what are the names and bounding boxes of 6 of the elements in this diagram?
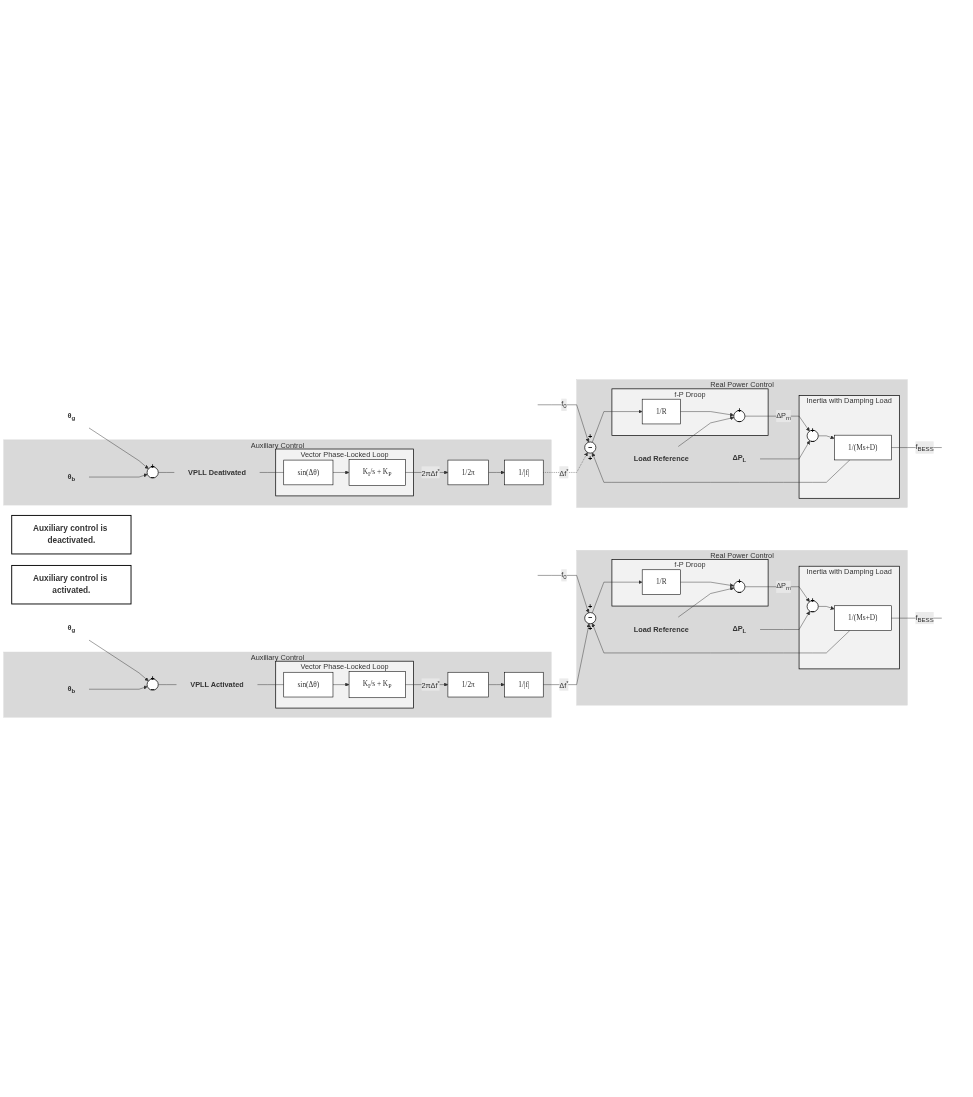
connector [259, 472, 284, 473]
connector [257, 684, 284, 685]
node-box: Auxiliary control is deactivated. [11, 515, 132, 555]
node-box: Auxiliary control is activated. [11, 565, 132, 605]
connector [158, 472, 175, 473]
connector [158, 684, 177, 685]
